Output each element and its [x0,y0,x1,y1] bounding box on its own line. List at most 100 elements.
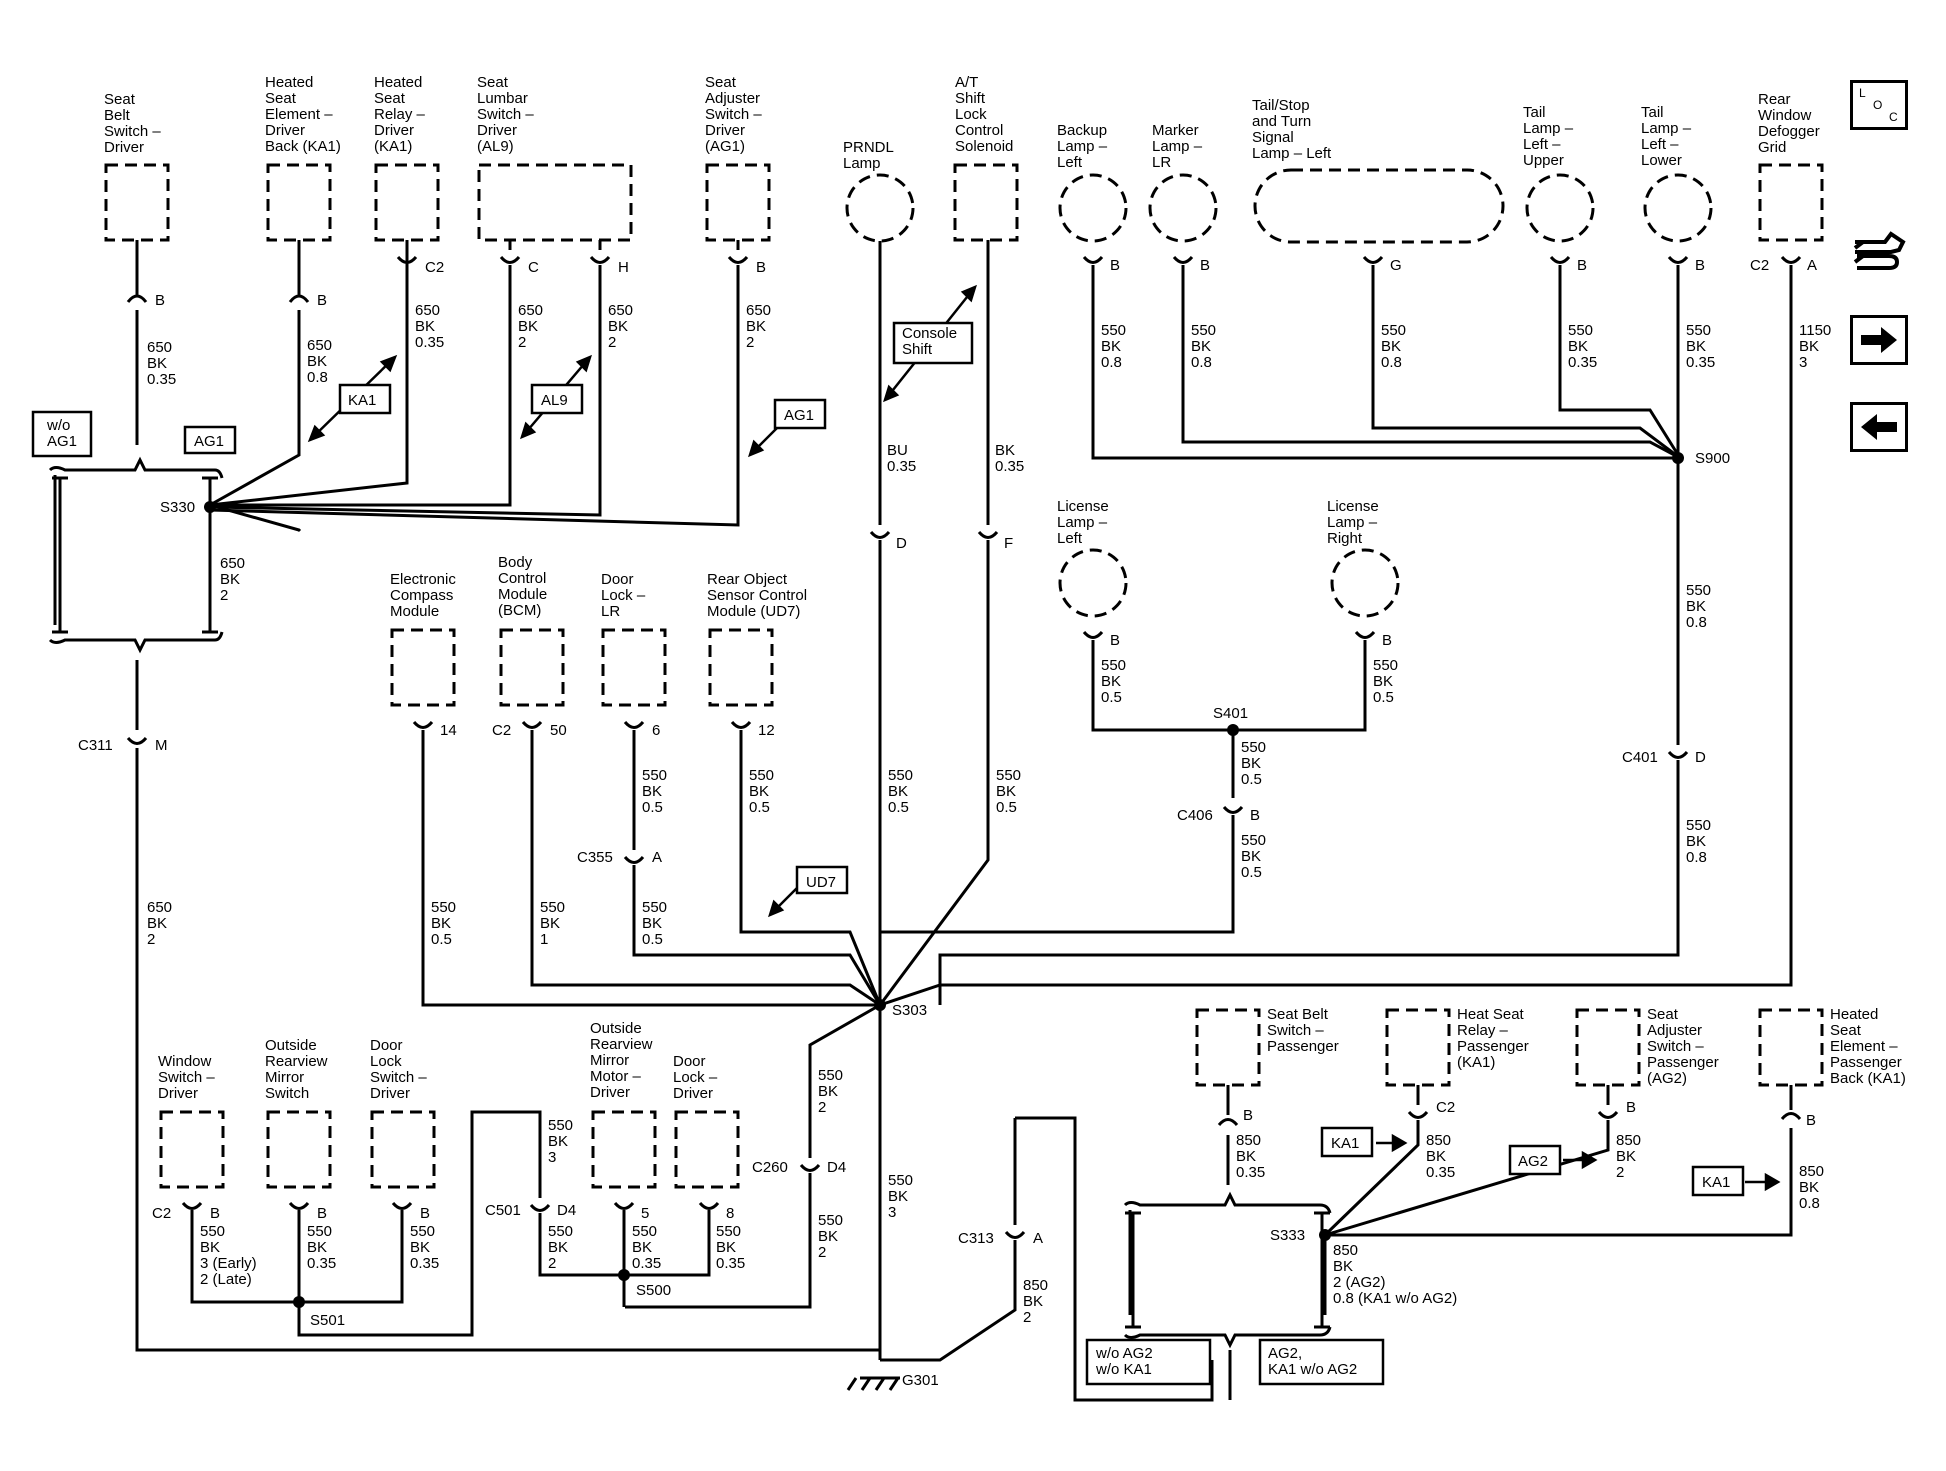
connector-c501: C501 [485,1202,521,1219]
option-label-al9: AL9 [541,392,568,409]
option-label-ag1: AG1 [784,407,814,424]
connectors [126,250,1802,1239]
pin-5: 5 [641,1205,649,1222]
component-boxes-bottom-right [1195,1008,1824,1087]
pin-d4: D4 [827,1159,846,1176]
pin-b: B [210,1205,220,1222]
svg-text:O: O [1873,98,1882,112]
pin-c2: C2 [1436,1099,1455,1116]
option-label-ud7: UD7 [806,874,836,891]
pin-d: D [896,535,907,552]
pin-h: H [618,259,629,276]
pin-b: B [420,1205,430,1222]
splice-s500: S500 [636,1282,671,1299]
splice-s303: S303 [892,1002,927,1019]
pin-a: A [1033,1230,1043,1247]
option-arrows [307,284,1781,1192]
pin-b: B [317,1205,327,1222]
wrench-hand-icon [1853,231,1906,270]
splices [204,452,1684,1308]
loc-button[interactable]: L O C [1850,80,1908,130]
ground-g301: G301 [902,1372,939,1389]
arrow-right-icon [1861,327,1897,353]
component-info-button[interactable] [1850,228,1908,278]
pin-b: B [756,259,766,276]
arrow-left-icon [1861,414,1897,440]
pin-c2: C2 [492,722,511,739]
connector-c313: C313 [958,1230,994,1247]
pin-g: G [1390,257,1402,274]
next-page-button[interactable] [1850,315,1908,365]
pin-12: 12 [758,722,775,739]
option-label-ka1: KA1 [1331,1135,1359,1152]
option-label-ag2-ka1-wo-ag2: AG2,KA1 w/o AG2 [1268,1345,1357,1378]
pin-a: A [652,849,662,866]
previous-page-button[interactable] [1850,402,1908,452]
pin-b: B [1250,807,1260,824]
loc-icon: L O C [1859,86,1898,124]
pin-a: A [1807,257,1817,274]
option-label-ka1: KA1 [348,392,376,409]
option-brackets [48,456,1332,1349]
connector-c355: C355 [577,849,613,866]
pin-b: B [155,292,165,309]
pin-b: B [1626,1099,1636,1116]
connector-c260: C260 [752,1159,788,1176]
connector-c311: C311 [78,737,113,754]
pin-6: 6 [652,722,660,739]
pin-b: B [1695,257,1705,274]
pin-b: B [1200,257,1210,274]
connector-c401: C401 [1622,749,1658,766]
